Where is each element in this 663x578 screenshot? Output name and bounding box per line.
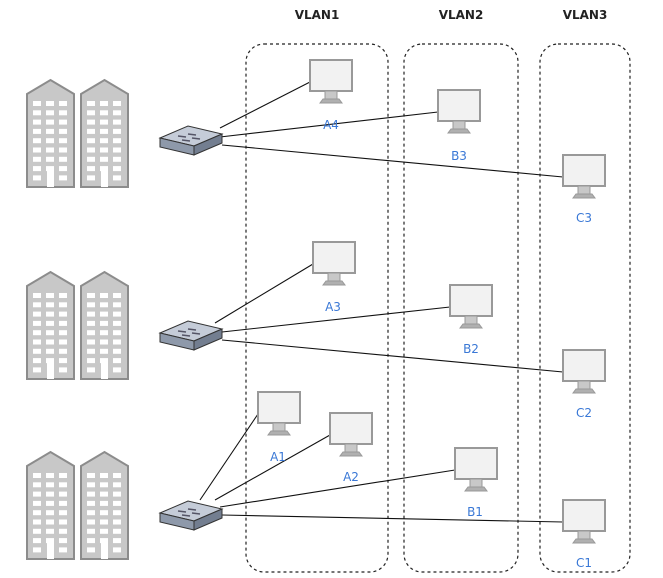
- building-icon: [80, 450, 129, 560]
- computer-A1[interactable]: A1: [257, 391, 301, 464]
- building-icon: [26, 270, 75, 380]
- computer-A4[interactable]: A4: [309, 59, 353, 132]
- vlan-title: VLAN2: [439, 8, 484, 22]
- computer-B3[interactable]: B3: [437, 89, 481, 163]
- network-switch-icon[interactable]: [158, 125, 224, 156]
- vlan-box-2: [403, 43, 519, 573]
- link-B3: [219, 111, 439, 138]
- vlan-box-1: [245, 43, 389, 573]
- computer-C3[interactable]: C3: [562, 154, 606, 225]
- computer-label: C2: [576, 406, 592, 420]
- computer-label: C3: [576, 211, 592, 225]
- computer-label: A1: [270, 450, 286, 464]
- monitor-icon: [454, 447, 498, 492]
- monitor-icon: [562, 349, 606, 394]
- network-switch-icon[interactable]: [158, 500, 224, 531]
- monitor-icon: [309, 59, 353, 104]
- monitor-icon: [562, 499, 606, 544]
- building-icon: [80, 78, 129, 188]
- vlan-title: VLAN1: [295, 8, 340, 22]
- monitor-icon: [257, 391, 301, 436]
- computer-label: B1: [467, 505, 483, 519]
- building-icon: [26, 78, 75, 188]
- vlan-title: VLAN3: [563, 8, 608, 22]
- computer-label: A4: [323, 118, 339, 132]
- computer-A3[interactable]: A3: [312, 241, 356, 314]
- computer-C2[interactable]: C2: [562, 349, 606, 420]
- vlan-box-3: [539, 43, 631, 573]
- link-B2: [221, 306, 451, 333]
- link-A3: [214, 263, 314, 324]
- computer-C1[interactable]: C1: [562, 499, 606, 570]
- network-switch-icon[interactable]: [158, 320, 224, 351]
- computer-label: B2: [463, 342, 479, 356]
- monitor-icon: [437, 89, 481, 134]
- link-A4: [219, 81, 311, 129]
- computer-B2[interactable]: B2: [449, 284, 493, 356]
- monitor-icon: [312, 241, 356, 286]
- monitor-icon: [449, 284, 493, 329]
- monitor-icon: [329, 412, 373, 457]
- link-A1: [199, 413, 259, 501]
- computer-A2[interactable]: A2: [329, 412, 373, 484]
- computer-B1[interactable]: B1: [454, 447, 498, 519]
- building-icon: [80, 270, 129, 380]
- computer-label: B3: [451, 149, 467, 163]
- monitor-icon: [562, 154, 606, 199]
- building-icon: [26, 450, 75, 560]
- link-C1: [221, 514, 564, 523]
- link-B1: [219, 469, 456, 508]
- link-C2: [221, 339, 564, 373]
- computer-label: A3: [325, 300, 341, 314]
- computer-label: C1: [576, 556, 592, 570]
- link-A2: [214, 434, 331, 501]
- link-C3: [221, 144, 564, 178]
- computer-label: A2: [343, 470, 359, 484]
